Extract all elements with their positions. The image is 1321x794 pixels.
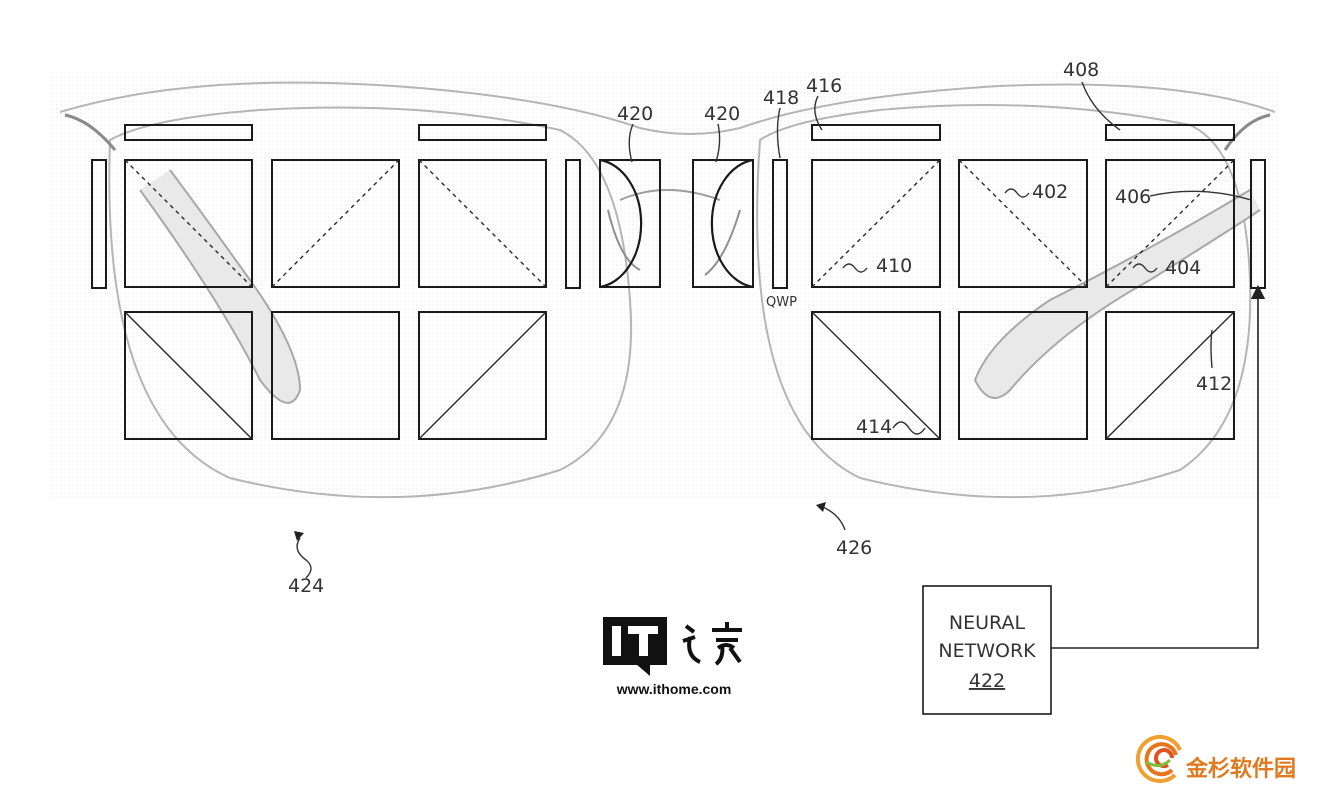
leader-424 [296,537,312,579]
square-bottom-5 [958,311,1088,440]
leader-418 [776,107,781,159]
diag-bottom-1 [124,311,253,440]
logo-glyph-jia [712,622,742,666]
square-bottom-1 [124,311,253,440]
diag-top-6 [1105,159,1235,288]
leader-414 [892,421,926,435]
label-424: 424 [288,575,324,597]
label-408: 408 [1063,59,1099,81]
arrow-424 [294,531,304,541]
nose-bridge [619,189,721,201]
label-420-right: 420 [704,103,740,125]
neural-network-number: 422 [969,670,1005,692]
lens-element-left [599,158,643,289]
square-bottom-6 [1105,311,1235,440]
left-hinge [64,113,117,151]
square-bottom-2 [271,311,400,440]
leader-412 [1210,329,1213,369]
nose-box-right [692,159,754,288]
side-bar-left-center [565,159,581,289]
label-410: 410 [876,255,912,277]
leader-416 [814,95,823,131]
dotted-background [52,70,1280,498]
square-top-1 [124,159,253,288]
right-hinge [1223,113,1271,151]
square-top-2 [271,159,400,288]
nn-connection-line [1051,284,1266,649]
label-416: 416 [806,75,842,97]
label-412: 412 [1196,373,1232,395]
logo-url: www.ithome.com [616,681,732,697]
right-lens-outline [756,104,1252,499]
arrow-426 [816,502,826,512]
square-top-3 [418,159,547,288]
right-nose-pad [704,209,741,276]
right-temple-arm [973,189,1261,399]
left-lens-outline [108,106,633,499]
lens-element-right [710,158,754,289]
label-414: 414 [856,416,892,438]
logo-glyph-zhi [682,624,701,664]
label-qwp: QWP [766,295,797,310]
leader-406 [1149,190,1252,201]
square-top-6 [1105,159,1235,288]
diag-top-5 [958,159,1088,288]
top-bar-right-2 [1105,124,1235,141]
square-top-4 [811,159,941,288]
square-top-5 [958,159,1088,288]
leader-410 [842,263,868,273]
neural-network-line1: NEURAL [949,612,1026,634]
leader-420b [715,123,721,163]
diag-top-3 [418,159,547,288]
top-bar-left-2 [418,124,547,141]
leader-420a [628,123,634,163]
diag-top-1 [124,159,253,288]
label-418: 418 [763,87,799,109]
glasses-top-bar [59,81,1276,135]
left-nose-pad [607,209,641,271]
diag-top-4 [811,159,941,288]
label-426: 426 [836,537,872,559]
square-bottom-4 [811,311,941,440]
watermark-text: 金杉软件园 [1185,756,1296,782]
qwp-bar [772,159,788,289]
watermark: 金杉软件园 [1135,735,1296,783]
leader-426 [822,506,846,531]
label-406: 406 [1115,186,1151,208]
nose-box-left [599,159,661,288]
leader-404 [1132,263,1158,273]
logo-speech-tail [636,664,650,676]
ithome-logo: www.ithome.com [603,617,742,697]
diag-bottom-4 [811,311,941,440]
top-bar-right-1 [811,124,941,141]
diag-bottom-3 [418,311,547,440]
diag-top-2 [271,159,400,288]
label-404: 404 [1165,257,1201,279]
diag-bottom-6 [1105,311,1235,440]
swirl-logo-icon [1135,735,1182,783]
label-420-left: 420 [617,103,653,125]
neural-network-box [922,585,1052,715]
side-bar-far-left [91,159,107,289]
neural-network-line2: NETWORK [938,640,1036,662]
label-402: 402 [1032,181,1068,203]
top-bar-left-1 [124,124,253,141]
leader-408 [1081,81,1121,131]
leader-402 [1004,188,1030,198]
square-bottom-3 [418,311,547,440]
